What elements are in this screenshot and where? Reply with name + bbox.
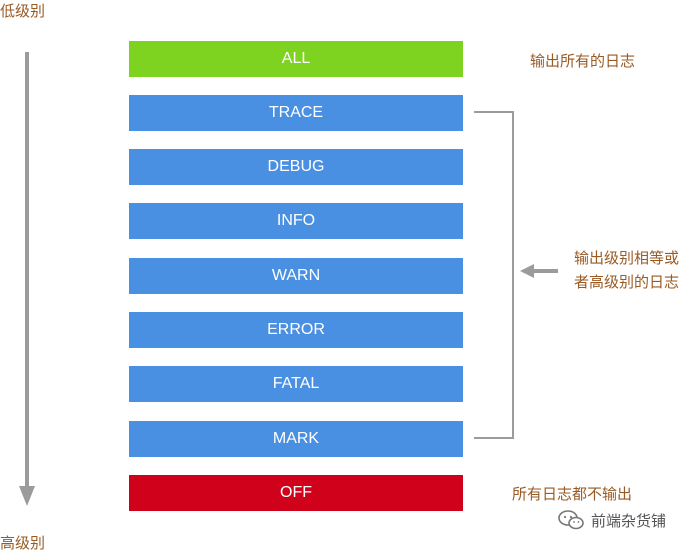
- axis-bottom-label: 高级别: [0, 534, 46, 552]
- wechat-icon: [558, 510, 584, 530]
- level-error: ERROR: [129, 312, 463, 348]
- level-debug: DEBUG: [129, 149, 463, 185]
- level-mark: MARK: [129, 421, 463, 457]
- level-off: OFF: [129, 475, 463, 511]
- range-bracket: [474, 111, 514, 439]
- level-info: INFO: [129, 203, 463, 239]
- level-trace: TRACE: [129, 95, 463, 131]
- level-fatal: FATAL: [129, 366, 463, 402]
- annotation-all: 输出所有的日志: [530, 52, 636, 70]
- annotation-range-line2: 者高级别的日志: [574, 273, 680, 291]
- level-all: ALL: [129, 41, 463, 77]
- level-warn: WARN: [129, 258, 463, 294]
- level-axis-arrow-head: [19, 486, 35, 506]
- annotation-off: 所有日志都不输出: [512, 485, 633, 503]
- annotation-range-line1: 输出级别相等或: [574, 249, 680, 267]
- annotation-range: 输出级别相等或 者高级别的日志: [574, 246, 679, 294]
- watermark-text: 前端杂货铺: [591, 511, 667, 530]
- axis-top-label: 低级别: [0, 2, 46, 20]
- watermark: 前端杂货铺: [557, 509, 666, 531]
- range-arrow-head: [520, 264, 534, 278]
